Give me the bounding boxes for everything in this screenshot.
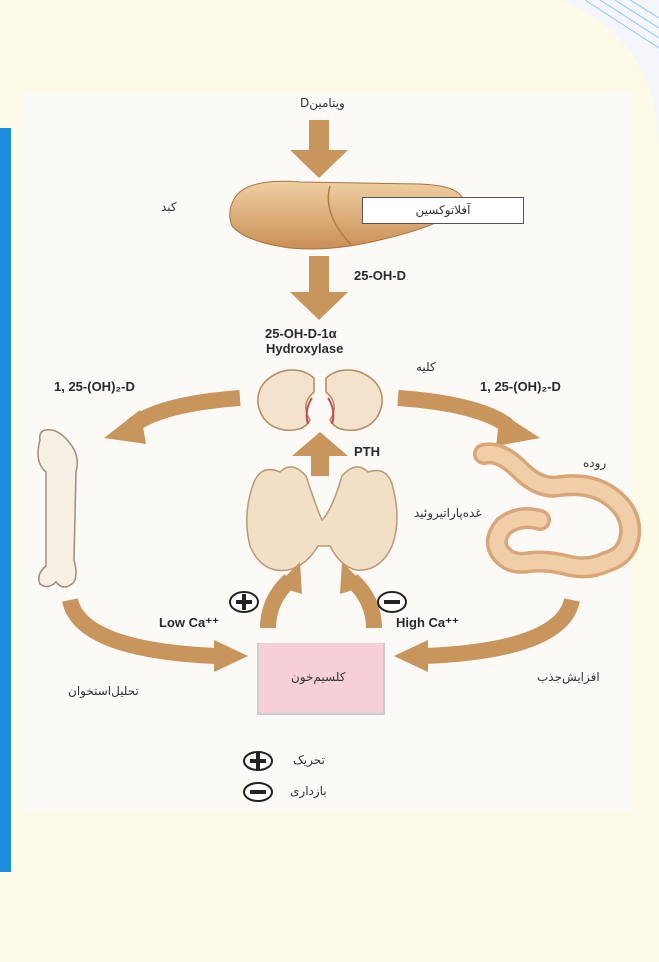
- low-ca-label: Low Ca⁺⁺: [159, 615, 219, 631]
- intestine-label: روده: [583, 456, 606, 470]
- arrowhead-intestine-blood: [394, 640, 428, 672]
- arrow-kidney-to-bone: [132, 398, 240, 426]
- intestine-shape: [484, 453, 630, 567]
- minus-icon: [378, 592, 406, 612]
- aflatoxin-box: آفلاتوکسین: [362, 197, 524, 224]
- legend-plus-icon: [244, 752, 272, 770]
- pth-label: PTH: [354, 444, 380, 459]
- arrowhead-bone: [104, 410, 146, 444]
- calcitriol-right-label: 1, 25-(OH)₂-D: [480, 379, 561, 394]
- plus-icon: [230, 592, 258, 612]
- hydroxylase-label-2: Hydroxylase: [266, 341, 343, 356]
- hydroxylase-label-1: 25-OH-D-1α: [265, 326, 337, 341]
- high-ca-label: High Ca⁺⁺: [396, 615, 459, 631]
- arrow-kidney-to-intestine: [398, 398, 508, 426]
- bone-shape: [38, 430, 77, 587]
- kidney-shape: [258, 370, 382, 430]
- ohd-label: 25-OH-D: [354, 268, 406, 283]
- arrowhead-bone-blood: [214, 640, 248, 672]
- absorption-increase-label: افزایش‌جذب: [537, 670, 600, 684]
- legend-inhibition-label: بازداری: [290, 784, 327, 798]
- kidney-label: کلیه: [416, 360, 436, 374]
- bone-resorption-label: تحلیل‌استخوان: [68, 684, 139, 698]
- blood-calcium-label: کلسیم‌خون: [291, 670, 345, 684]
- liver-label: کبد: [161, 200, 177, 214]
- arrow-vitamin-to-liver: [290, 120, 348, 178]
- arrow-liver-to-kidney: [290, 256, 348, 320]
- calcitriol-left-label: 1, 25-(OH)₂-D: [54, 379, 135, 394]
- arrow-pth: [292, 432, 348, 476]
- legend-minus-icon: [244, 783, 272, 801]
- arrowhead-intestine: [496, 412, 540, 446]
- parathyroid-label: غده‌پاراتیروئید: [414, 506, 482, 520]
- parathyroid-shape: [247, 467, 397, 571]
- vitamin-d-label: ویتامینD: [300, 96, 345, 110]
- legend-stimulation-label: تحریک: [293, 753, 325, 767]
